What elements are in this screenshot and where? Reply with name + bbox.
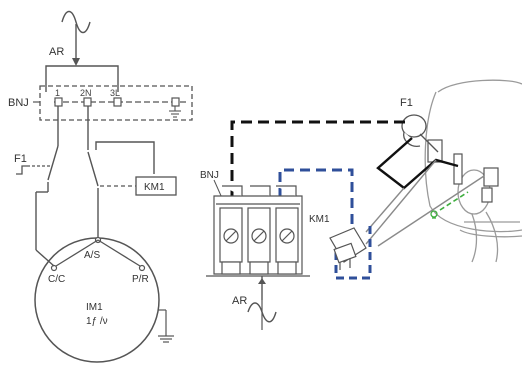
f1-switch-blade (47, 145, 59, 181)
winding-pr (97, 239, 141, 267)
terminal-2n (83, 97, 92, 107)
ar-top-label: AR (49, 46, 64, 58)
as-label: A/S (84, 250, 100, 261)
ar-bottom-label: AR (232, 295, 247, 307)
bnj-bottom-arrow (258, 278, 266, 284)
motor-earth-symbol (158, 309, 174, 343)
km1-dashed-box (334, 226, 372, 280)
terminal-1 (54, 97, 63, 107)
compressor-terminals (427, 139, 499, 203)
im1-label: IM1 (86, 302, 103, 313)
node-pr (138, 264, 146, 272)
ground-lug-icon (430, 210, 438, 219)
gray-wire-2 (365, 159, 437, 245)
gray-wire-1 (365, 187, 405, 233)
ac-source-wave-top (61, 10, 91, 34)
km1-contact-blade (87, 151, 99, 187)
km1-box-label: KM1 (144, 182, 165, 193)
km1-relay-device (329, 227, 367, 270)
terminal-earth (171, 97, 180, 107)
neutral-dashed-wire (278, 168, 354, 224)
bnj-left-label: BNJ (8, 97, 29, 109)
f1-protector-device (401, 114, 439, 153)
bnj-right-pointer (213, 179, 223, 199)
earth-symbol-terminal (169, 106, 181, 118)
ground-green-wire (439, 191, 469, 211)
terminal-2n-label: 2N (80, 88, 92, 98)
gray-wire-3 (377, 175, 485, 247)
f1-thermal-symbol (16, 165, 30, 175)
km1-coil-box (135, 176, 177, 196)
pr-label: P/R (132, 274, 149, 285)
terminal-3l (113, 97, 122, 107)
cc-label: C/C (48, 274, 65, 285)
live-dashed-wire (230, 120, 408, 198)
node-cc (50, 264, 58, 272)
bnj-terminal-block (206, 185, 310, 277)
km1-right-label: KM1 (309, 214, 330, 225)
ar-feed-arrow (72, 58, 80, 66)
winding-cc (55, 239, 99, 267)
f1-left-label: F1 (14, 153, 27, 165)
bnj-terminal-box (39, 85, 193, 121)
terminal-1-label: 1 (55, 88, 60, 98)
feed-split-line (45, 65, 119, 92)
compressor-body (424, 79, 522, 263)
bnj-right-label: BNJ (200, 170, 219, 181)
freq-label: 1ƒ /ν (86, 316, 108, 327)
f1-right-label: F1 (400, 97, 413, 109)
terminal-3l-label: 3L (110, 88, 120, 98)
wire-f1-to-cc (35, 249, 55, 267)
wire-km1-coil (95, 141, 155, 174)
